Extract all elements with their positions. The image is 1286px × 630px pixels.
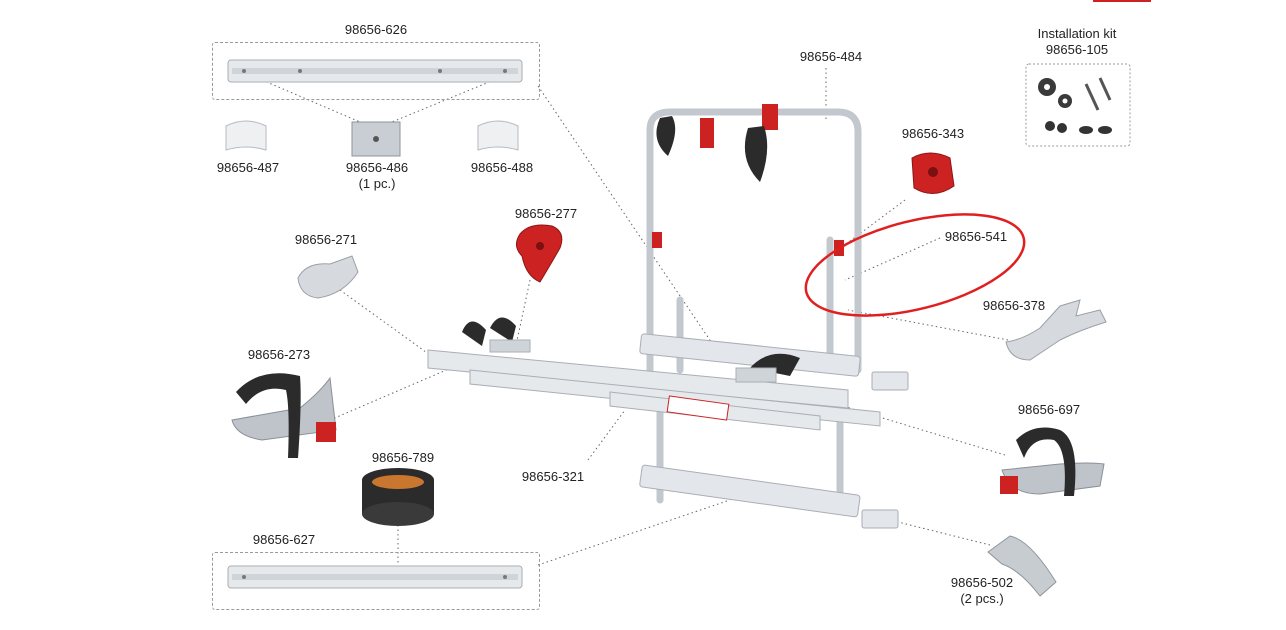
part-271 [297,255,359,299]
label-105: Installation kit 98656-105 [1038,26,1117,58]
label-484: 98656-484 [800,49,862,65]
part-code: 98656-697 [1017,402,1081,417]
leader-343 [837,199,906,251]
label-486: 98656-486 (1 pc.) [346,160,408,192]
label-273: 98656-273 [248,347,310,363]
leader-lines [261,68,1009,570]
leader-321 [587,409,626,461]
leader-627 [537,499,731,566]
label-487: 98656-487 [217,160,279,176]
highlight-ring-541 [804,213,1026,317]
part-code: 98656-277 [514,206,578,221]
label-626: 98656-626 [345,22,407,38]
leader-502 [889,519,991,546]
label-378: 98656-378 [983,298,1045,314]
installation-kit-box [1025,63,1131,147]
side-brackets [861,371,909,529]
part-code: 98656-343 [901,126,965,141]
label-697: 98656-697 [1018,402,1080,418]
label-488: 98656-488 [471,160,533,176]
part-code: 98656-271 [294,232,358,247]
label-789: 98656-789 [372,450,434,466]
part-qty: (2 pcs.) [960,591,1004,606]
leader-697 [789,389,1006,456]
cap-488 [477,120,519,151]
bike-carrier-frame-lower [639,333,861,518]
part-code: 98656-627 [252,532,316,547]
part-code: 98656-273 [247,347,311,362]
leader-271 [339,289,431,356]
part-code: 98656-105 [1045,42,1109,57]
part-code: 98656-626 [344,22,408,37]
leader-277 [514,279,531,351]
gear-icon [1038,78,1072,108]
top-holders [652,104,844,256]
label-343: 98656-343 [902,126,964,142]
part-code: 98656-541 [944,229,1008,244]
part-code: 98656-484 [799,49,863,64]
label-627: 98656-627 [253,532,315,548]
part-789 [362,468,434,526]
plate-486 [351,121,401,157]
part-code: 98656-378 [982,298,1046,313]
part-343 [911,152,955,194]
cap-487 [225,120,267,151]
rail-627 [227,565,523,589]
rail-straps [462,317,800,383]
part-code: 98656-502 [950,575,1014,590]
part-273 [231,373,337,458]
nut-icon [1045,121,1112,134]
carry-bike-sticker [666,395,730,421]
label-502: 98656-502 (2 pcs.) [951,575,1013,607]
leader-626 [537,85,721,356]
part-qty: (1 pc.) [358,176,396,191]
part-502 [987,535,1057,597]
label-277: 98656-277 [515,206,577,222]
top-accent-bar [1093,0,1151,2]
kit-title: Installation kit [1037,26,1117,41]
part-277 [516,224,563,283]
label-541: 98656-541 [945,229,1007,245]
bike-carrier-frame [646,108,862,504]
part-code: 98656-321 [521,469,585,484]
part-code: 98656-488 [470,160,534,175]
label-321: 98656-321 [522,469,584,485]
label-271: 98656-271 [295,232,357,248]
part-code: 98656-789 [371,450,435,465]
rail-626 [227,59,523,83]
leader-626-to-486b [391,79,495,123]
part-378 [1005,299,1107,361]
rail-626-box [212,42,540,100]
part-697 [1000,427,1105,496]
leader-273 [329,361,466,421]
screw-icon [1084,77,1112,111]
rail-627-box [212,552,540,610]
part-code: 98656-487 [216,160,280,175]
part-code: 98656-486 [345,160,409,175]
